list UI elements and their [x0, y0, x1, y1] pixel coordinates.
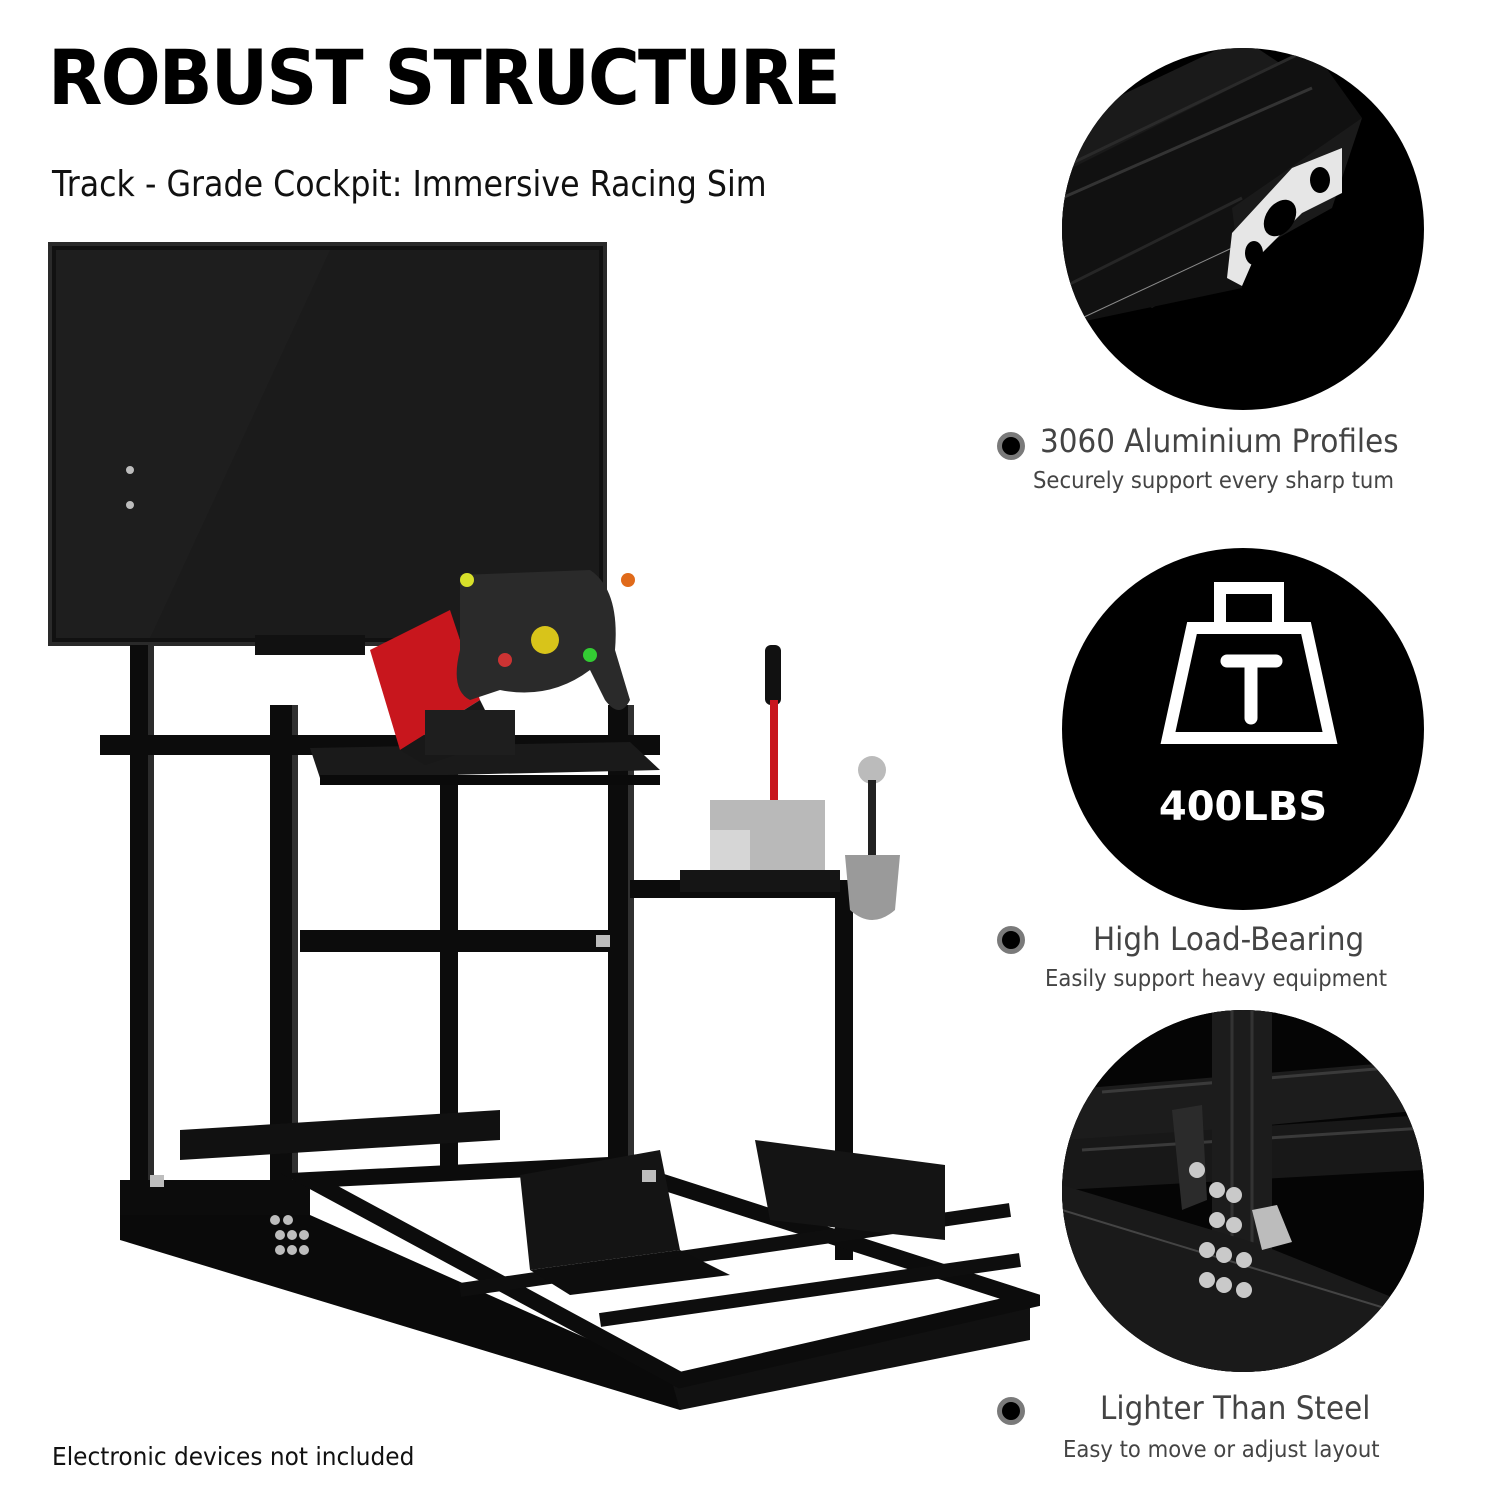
page-subtitle: Track - Grade Cockpit: Immersive Racing …: [52, 164, 767, 205]
load-capacity-label: 400LBS: [1158, 784, 1328, 830]
wheel-base: [370, 610, 515, 765]
bullet-icon: [997, 432, 1025, 460]
racing-wheel: [456, 570, 635, 710]
product-image: [30, 230, 1061, 1410]
handbrake: [710, 645, 825, 870]
frame-joint-image: [1062, 1010, 1424, 1372]
feature-description: Easily support heavy equipment: [1045, 966, 1388, 992]
pedal-plate: [520, 1140, 945, 1295]
aluminium-profile-image: [1062, 48, 1424, 410]
disclaimer-note: Electronic devices not included: [52, 1442, 415, 1471]
bullet-icon: [997, 1397, 1025, 1425]
feature-title: 3060 Aluminium Profiles: [1040, 422, 1399, 460]
aluminium-profile-icon: [1062, 48, 1362, 326]
gear-shifter: [845, 756, 900, 920]
tv-monitor: [48, 242, 607, 655]
bullet-icon: [997, 926, 1025, 954]
feature-description: Easy to move or adjust layout: [1063, 1437, 1380, 1463]
feature-title: Lighter Than Steel: [1100, 1389, 1371, 1427]
feature-title: High Load-Bearing: [1093, 920, 1365, 958]
weight-icon: [1160, 582, 1338, 744]
page-title: ROBUST STRUCTURE: [48, 33, 841, 122]
load-bearing-badge: 400LBS: [1062, 548, 1424, 910]
feature-description: Securely support every sharp tum: [1033, 468, 1394, 494]
frame-joint-icon: [1062, 1010, 1424, 1372]
